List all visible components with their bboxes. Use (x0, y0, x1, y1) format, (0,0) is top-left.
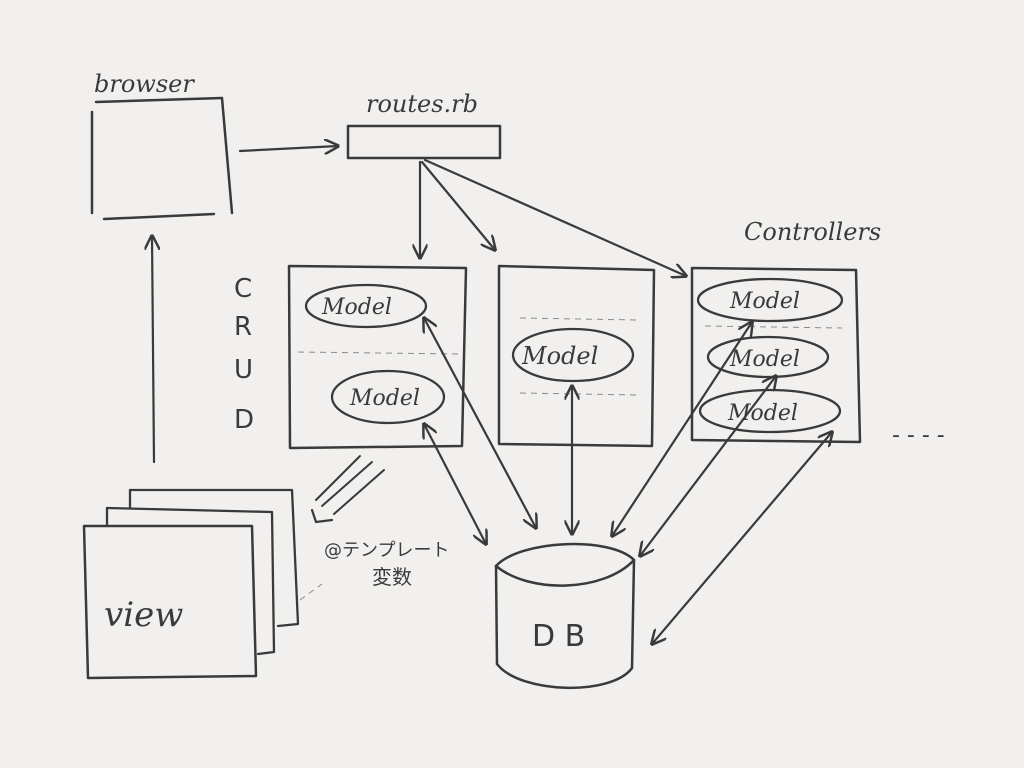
crud-letter-r: R (234, 312, 252, 342)
arrow-browser-to-routes (238, 146, 338, 151)
model-label-1a: Model (321, 295, 392, 320)
view-stack (82, 488, 300, 680)
arrow-model-1b-db (424, 424, 486, 544)
model-label-2: Model (521, 342, 598, 370)
arrow-routes-to-controller-2 (420, 160, 495, 250)
view-dots (299, 583, 323, 601)
arrow-routes-to-controller-3 (423, 158, 686, 276)
arrow-model-1a-db (424, 318, 536, 528)
db-cylinder (494, 542, 636, 690)
crud-letter-c: C (234, 274, 252, 304)
more-controllers-ellipsis: - - - - (892, 423, 945, 448)
crud-letter-d: D (234, 405, 254, 435)
model-label-3b: Model (729, 347, 800, 372)
view-label: view (104, 595, 183, 635)
arrow-controller-to-view (310, 455, 385, 524)
browser-label: browser (94, 70, 195, 98)
model-label-3a: Model (729, 289, 800, 314)
browser-box (90, 96, 234, 221)
routes-box (346, 124, 502, 160)
controller-box-1: Model Model (287, 264, 468, 450)
model-ellipse-1a (304, 283, 428, 329)
model-label-1b: Model (349, 386, 420, 411)
arrow-model-3c-db (652, 432, 832, 644)
db-label: D B (532, 619, 585, 654)
crud-letter-u: U (234, 355, 253, 385)
controllers-label: Controllers (744, 218, 881, 246)
template-variable-line2: 変数 (372, 565, 412, 589)
template-variable-line1: @テンプレート (324, 540, 449, 561)
model-ellipse-3a (696, 277, 844, 323)
routes-label: routes.rb (366, 90, 478, 118)
controller-box-3: Model Model Model (690, 266, 862, 444)
arrow-view-to-browser (152, 236, 154, 464)
model-label-3c: Model (727, 401, 798, 426)
controller-box-2: Model (497, 264, 656, 448)
arrow-model-3b-db (640, 376, 776, 556)
